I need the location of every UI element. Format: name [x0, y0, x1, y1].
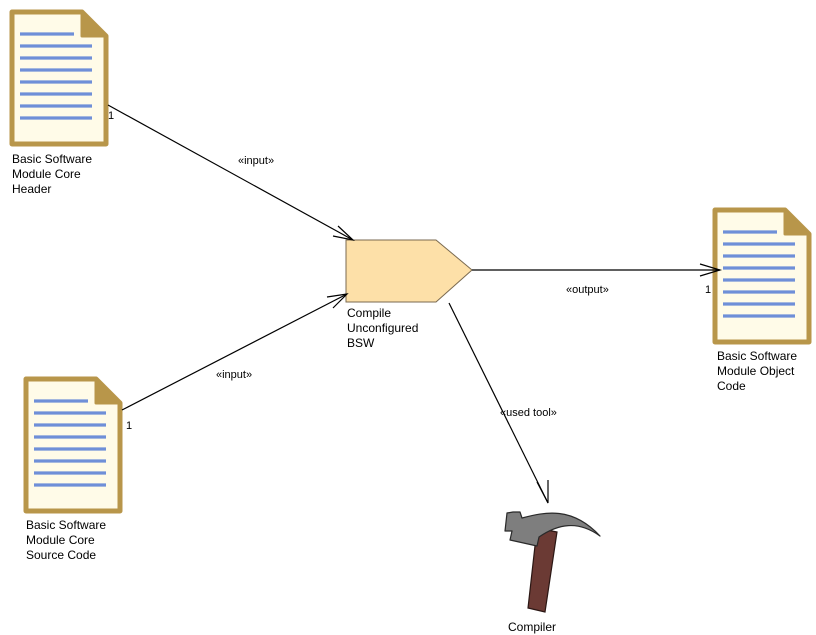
- source-document-label: Basic Software Module Core Source Code: [26, 518, 107, 562]
- object-document-icon[interactable]: [715, 210, 809, 342]
- header-document-label: Basic Software Module Core Header: [12, 152, 93, 196]
- source-multiplicity: 1: [126, 420, 133, 432]
- header-document-icon[interactable]: [12, 12, 106, 144]
- hammer-icon[interactable]: [504, 511, 601, 613]
- object-multiplicity: 1: [705, 284, 712, 296]
- source-input-label: «input»: [216, 369, 253, 381]
- object-document-label: Basic Software Module Object Code: [717, 349, 798, 393]
- header-multiplicity: 1: [108, 110, 115, 122]
- arrowhead-source-to-task: [326, 293, 349, 309]
- source-document-icon[interactable]: [26, 379, 120, 511]
- edge-header-to-task: [107, 104, 354, 241]
- output-label: «output»: [566, 284, 609, 296]
- arrowhead-task-to-object: [699, 263, 723, 277]
- edge-task-to-compiler: [448, 302, 549, 504]
- arrowhead-header-to-task: [332, 225, 355, 242]
- task-label: Compile Unconfigured BSW: [347, 306, 419, 350]
- arrowhead-task-to-compiler: [536, 480, 549, 504]
- compiler-label: Compiler: [508, 620, 557, 634]
- task-shape[interactable]: [345, 239, 473, 303]
- used-tool-label: «used tool»: [500, 407, 557, 419]
- header-input-label: «input»: [238, 155, 275, 167]
- edge-source-to-task: [121, 293, 348, 411]
